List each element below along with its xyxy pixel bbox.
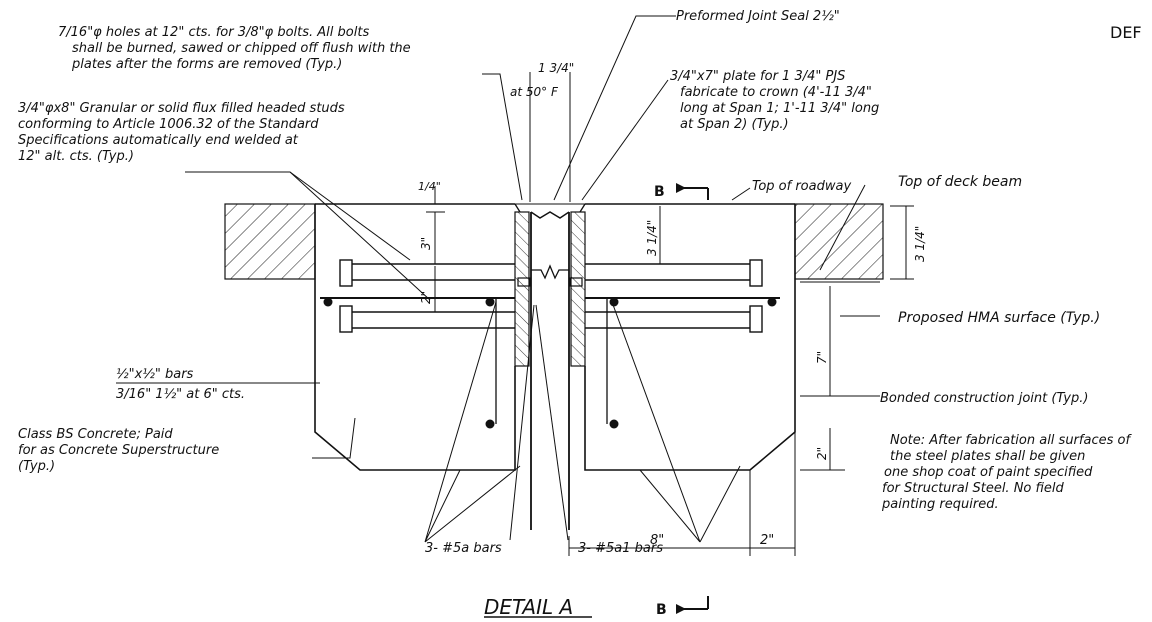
studs-left [339,259,515,333]
dim-three: 3" [419,237,433,250]
dim-temp: at 50° F [510,85,559,99]
deck-beam-right [794,203,884,280]
joint-seal [530,211,570,219]
steel-plate-left [514,211,530,367]
label-bars-5a: 3- #5a bars [425,541,502,556]
label-top-deck-beam: Top of deck beam [898,174,1022,190]
dim-three-quarter-right: 3 1/4" [913,226,927,262]
label-top-roadway: Top of roadway [752,179,851,194]
svg-text:B: B [654,184,665,200]
dim-two-left: 2" [419,291,433,304]
concrete-block-left [314,204,516,471]
deck-beam-left [224,203,316,280]
label-bonded-joint: Bonded construction joint (Typ.) [880,391,1088,406]
dim-quarter: 1/4" [418,180,441,193]
note-fabrication: Note: After fabrication all surfaces of … [881,433,1134,512]
dim-two-right: 2" [815,447,829,460]
note-seal: Preformed Joint Seal 2½" [676,9,840,24]
concrete-block-right [584,204,796,471]
dim-three-quarter-left: 3 1/4" [645,220,659,256]
studs-right [585,259,763,333]
steel-plate-right [570,211,586,367]
section-marker-top: B [654,183,709,200]
rebar-dots [323,297,777,429]
label-hma: Proposed HMA surface (Typ.) [898,310,1100,326]
corner-fragment: DEF [1110,23,1142,42]
note-plate: 3/4"x7" plate for 1 3/4" PJS fabricate t… [670,69,883,132]
note-concrete: Class BS Concrete; Paid for as Concrete … [18,427,223,474]
dim-eight: 8" [650,533,664,548]
note-studs: 3/4"φx8" Granular or solid flux filled h… [18,101,349,164]
dim-gap: 1 3/4" [538,61,574,75]
dim-seven: 7" [815,351,829,364]
label-bars-5a1: 3- #5a1 bars [578,541,663,556]
label-flat-bars: ½"x½" bars [116,367,194,382]
label-weld: 3/16" 1½" at 6" cts. [116,387,245,402]
note-holes: 7/16"φ holes at 12" cts. for 3/8"φ bolts… [58,25,415,72]
leader-lines [185,15,880,543]
svg-text:B: B [656,602,667,618]
dim-two-bottom: 2" [760,533,774,548]
drawing-title: DETAIL A [484,595,573,619]
section-marker-bottom: B [656,596,709,618]
